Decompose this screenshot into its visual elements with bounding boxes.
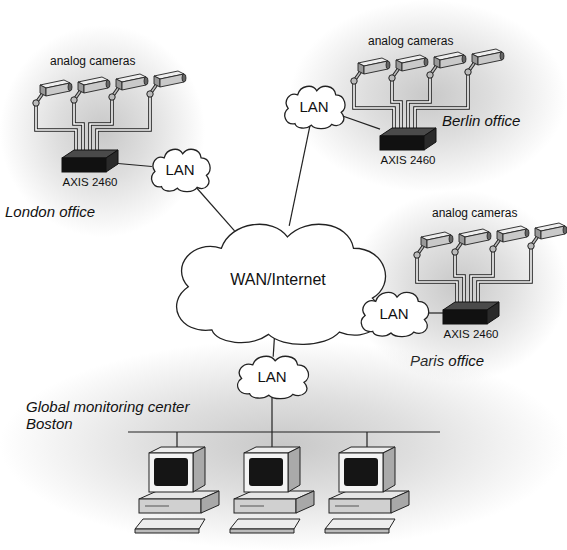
- device-label: AXIS 2460: [444, 328, 499, 340]
- wan-cloud: WAN/Internet: [160, 212, 396, 348]
- office-name: Global monitoring center Boston: [26, 398, 211, 432]
- office-name: Berlin office: [442, 112, 562, 129]
- network-label: LAN: [147, 145, 213, 193]
- video-server: AXIS 2460: [443, 302, 499, 324]
- server-front: [380, 136, 424, 150]
- network-label: LAN: [280, 82, 348, 130]
- network-label: LAN: [356, 288, 432, 338]
- device-label: AXIS 2460: [63, 176, 118, 188]
- server-side: [424, 128, 436, 150]
- lan-cloud: LAN: [280, 82, 348, 130]
- camera-label: analog cameras: [50, 54, 135, 68]
- server-shape: [62, 150, 118, 172]
- device-label: AXIS 2460: [381, 154, 436, 166]
- lan-cloud: LAN: [147, 145, 213, 193]
- camera-label: analog cameras: [432, 206, 517, 220]
- server-shape: [443, 302, 499, 324]
- network-label: LAN: [232, 352, 312, 400]
- server-side: [106, 150, 118, 172]
- lan-cloud: LAN: [232, 352, 312, 400]
- camera-label: analog cameras: [368, 34, 453, 48]
- video-server: AXIS 2460: [62, 150, 118, 172]
- server-side: [487, 302, 499, 324]
- monitoring-area: Global monitoring center Boston LAN: [0, 340, 567, 550]
- network-label: WAN/Internet: [160, 212, 396, 348]
- server-shape: [380, 128, 436, 150]
- video-server: AXIS 2460: [380, 128, 436, 150]
- office-name: London office: [5, 203, 195, 220]
- lan-cloud: LAN: [356, 288, 432, 338]
- server-front: [443, 310, 487, 324]
- server-front: [62, 158, 106, 172]
